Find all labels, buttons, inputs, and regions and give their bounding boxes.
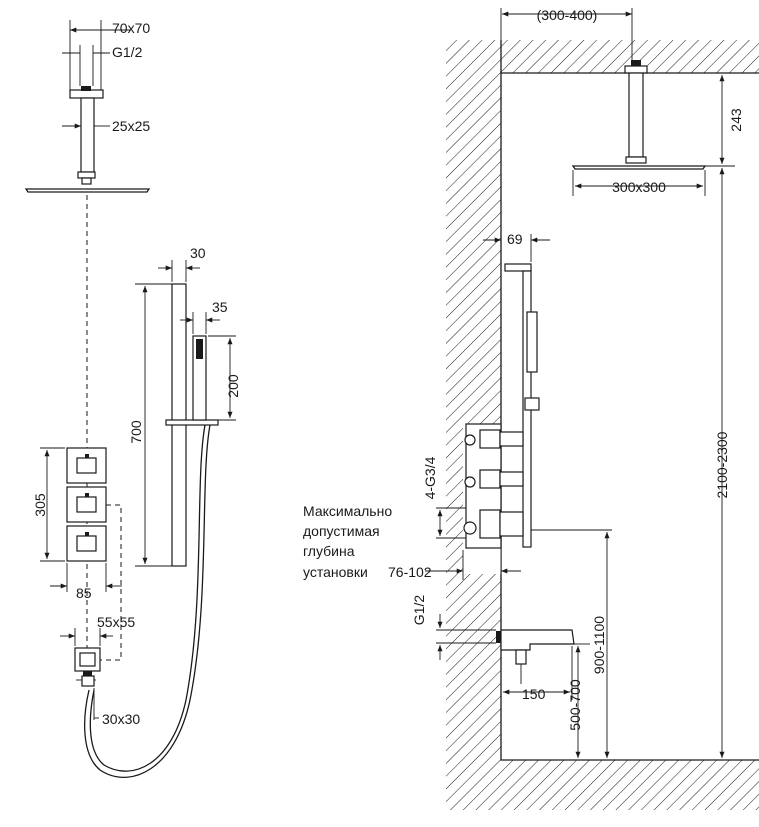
ceiling-hatch — [501, 40, 759, 73]
ceiling-arm-front — [24, 20, 151, 660]
hose — [84, 424, 211, 778]
dim-install-depth: 76-102 — [388, 564, 432, 580]
dim-arm-length: 243 — [728, 108, 744, 132]
dim-head-size: 300x300 — [612, 179, 666, 195]
side-view: (300-400) 243 300x300 69 — [303, 7, 759, 810]
dim-spout-thread: G1/2 — [411, 595, 427, 626]
dim-valve-height: 900-1100 — [591, 616, 607, 674]
dim-rail-width: 30 — [190, 245, 206, 261]
dim-spout-height: 500-700 — [567, 679, 583, 731]
dim-handshower-width: 35 — [212, 299, 228, 315]
depth-label-line-4: установки — [303, 564, 368, 580]
front-view: 70x70 G1/2 25x25 30 35 200 700 — [24, 20, 241, 778]
dim-arm-section: 25x25 — [112, 118, 150, 134]
dim-panel-height: 305 — [32, 493, 48, 517]
floor-hatch — [446, 760, 759, 810]
depth-label-line-3: глубина — [303, 543, 355, 559]
valve-body-side — [425, 423, 612, 580]
dim-panel-width: 85 — [76, 585, 92, 601]
dim-valve-inlets: 4-G3/4 — [422, 456, 438, 499]
dim-wall-offset: (300-400) — [537, 7, 598, 23]
dim-spout-length: 150 — [522, 686, 546, 702]
dim-rail-offset: 69 — [507, 231, 523, 247]
control-panel-front — [40, 447, 122, 661]
ceiling-arm-side — [500, 8, 735, 196]
dim-handshower-length: 200 — [225, 374, 241, 398]
dim-thread-top: G1/2 — [112, 44, 143, 60]
dim-rail-height: 700 — [128, 420, 144, 444]
dim-hose-connector: 30x30 — [102, 711, 140, 727]
dim-head-height: 2100-2300 — [714, 431, 730, 498]
hose-outlet-front — [60, 628, 113, 720]
slide-rail-front — [135, 260, 236, 567]
dim-outlet-size: 55x55 — [97, 614, 135, 630]
depth-label-line-2: допустимая — [303, 523, 380, 539]
depth-label-line-1: Максимально — [303, 503, 392, 519]
bath-spout-side — [436, 614, 590, 758]
wall-hatch — [446, 40, 501, 760]
dim-top-flange: 70x70 — [112, 20, 150, 36]
slide-rail-side — [483, 234, 550, 548]
